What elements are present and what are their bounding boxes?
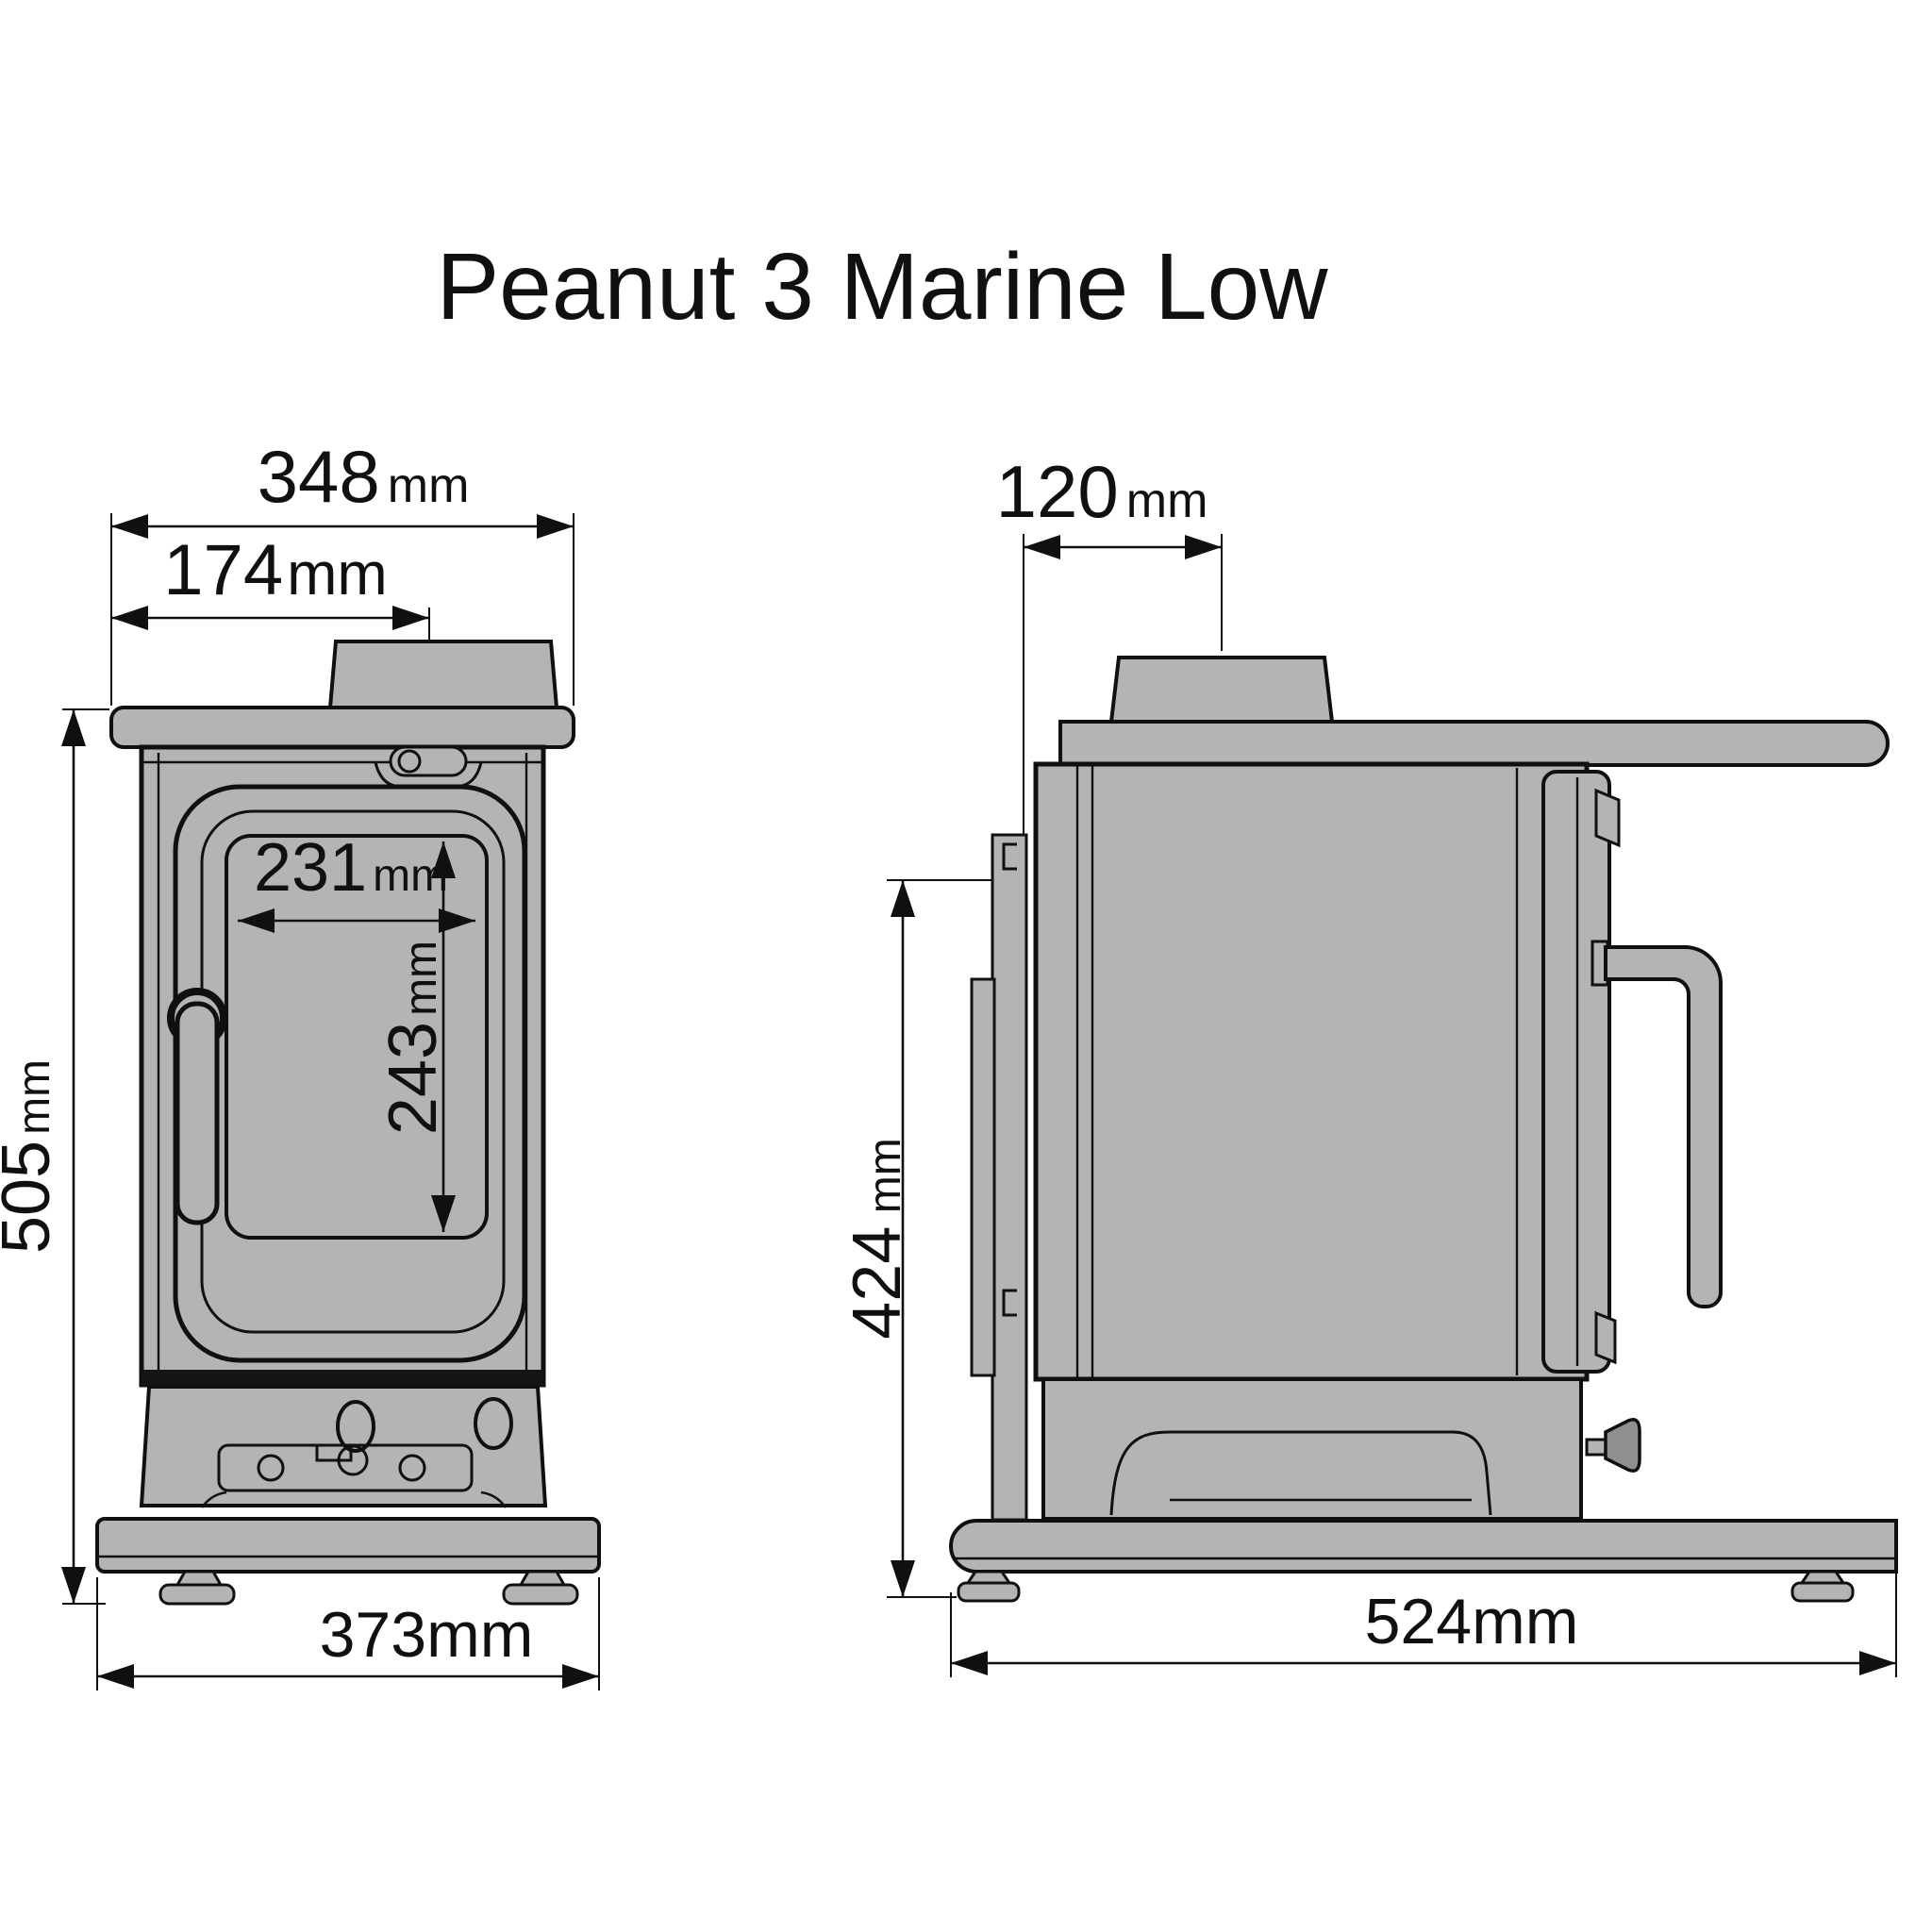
- flue-collar-front: [327, 640, 559, 709]
- door-hinge-bottom: [1594, 1310, 1617, 1365]
- foot-pad-left: [158, 1583, 236, 1606]
- door-handle-front: [175, 1001, 220, 1225]
- door-hinge-top: [1594, 788, 1621, 848]
- door-latch: [389, 745, 468, 777]
- flue-collar-side: [1108, 656, 1335, 724]
- dim-label-overall-height: 505mm: [0, 1059, 64, 1254]
- foot-pad-rear: [957, 1581, 1021, 1603]
- base-plate-front: [95, 1517, 601, 1574]
- stove-body-side: [1033, 761, 1590, 1382]
- foot-stem-right: [518, 1570, 567, 1587]
- dim-label-base-width: 373mm: [320, 1599, 534, 1671]
- plinth-corner-flick: [201, 1491, 227, 1508]
- tray-latch-notch: [315, 1443, 353, 1462]
- foot-pad-right: [502, 1583, 579, 1606]
- top-plate-side: [1058, 720, 1890, 767]
- drawing-title: Peanut 3 Marine Low: [436, 234, 1328, 340]
- plinth-recess: [1109, 1430, 1492, 1516]
- door-handle-side: [1604, 945, 1723, 1308]
- ash-knob-side: [1604, 1418, 1641, 1473]
- top-plate-front: [109, 706, 575, 749]
- foot-pad-front: [1790, 1581, 1855, 1603]
- dim-label-glass-height: 243mm: [375, 941, 451, 1135]
- latch-pin: [397, 749, 422, 774]
- tray-bolt-left: [257, 1454, 285, 1482]
- ash-knob-stem: [1585, 1438, 1607, 1457]
- rear-heat-shield: [970, 977, 996, 1377]
- foot-stem-front: [1799, 1570, 1846, 1585]
- foot-stem-left: [175, 1570, 224, 1587]
- control-knob-left: [336, 1400, 375, 1453]
- rear-panel: [991, 833, 1028, 1522]
- door-glass: [225, 834, 489, 1240]
- dim-label-flue-offset: 174mm: [163, 530, 387, 610]
- rear-clip-top: [1002, 842, 1017, 871]
- base-plate-side: [948, 1519, 1898, 1574]
- control-knob-right: [474, 1397, 513, 1450]
- dim-label-base-depth: 524mm: [1365, 1586, 1579, 1657]
- tray-latch-knob: [337, 1444, 369, 1476]
- rear-clip-bottom: [1002, 1289, 1017, 1317]
- dim-label-rear-outlet-height: 424 mm: [840, 1138, 915, 1339]
- door-bottom-edge: [142, 1370, 543, 1387]
- foot-stem-rear: [965, 1570, 1012, 1585]
- plinth-corner-flick: [480, 1491, 507, 1508]
- tray-bolt-right: [398, 1454, 426, 1482]
- plinth-side: [1041, 1377, 1583, 1521]
